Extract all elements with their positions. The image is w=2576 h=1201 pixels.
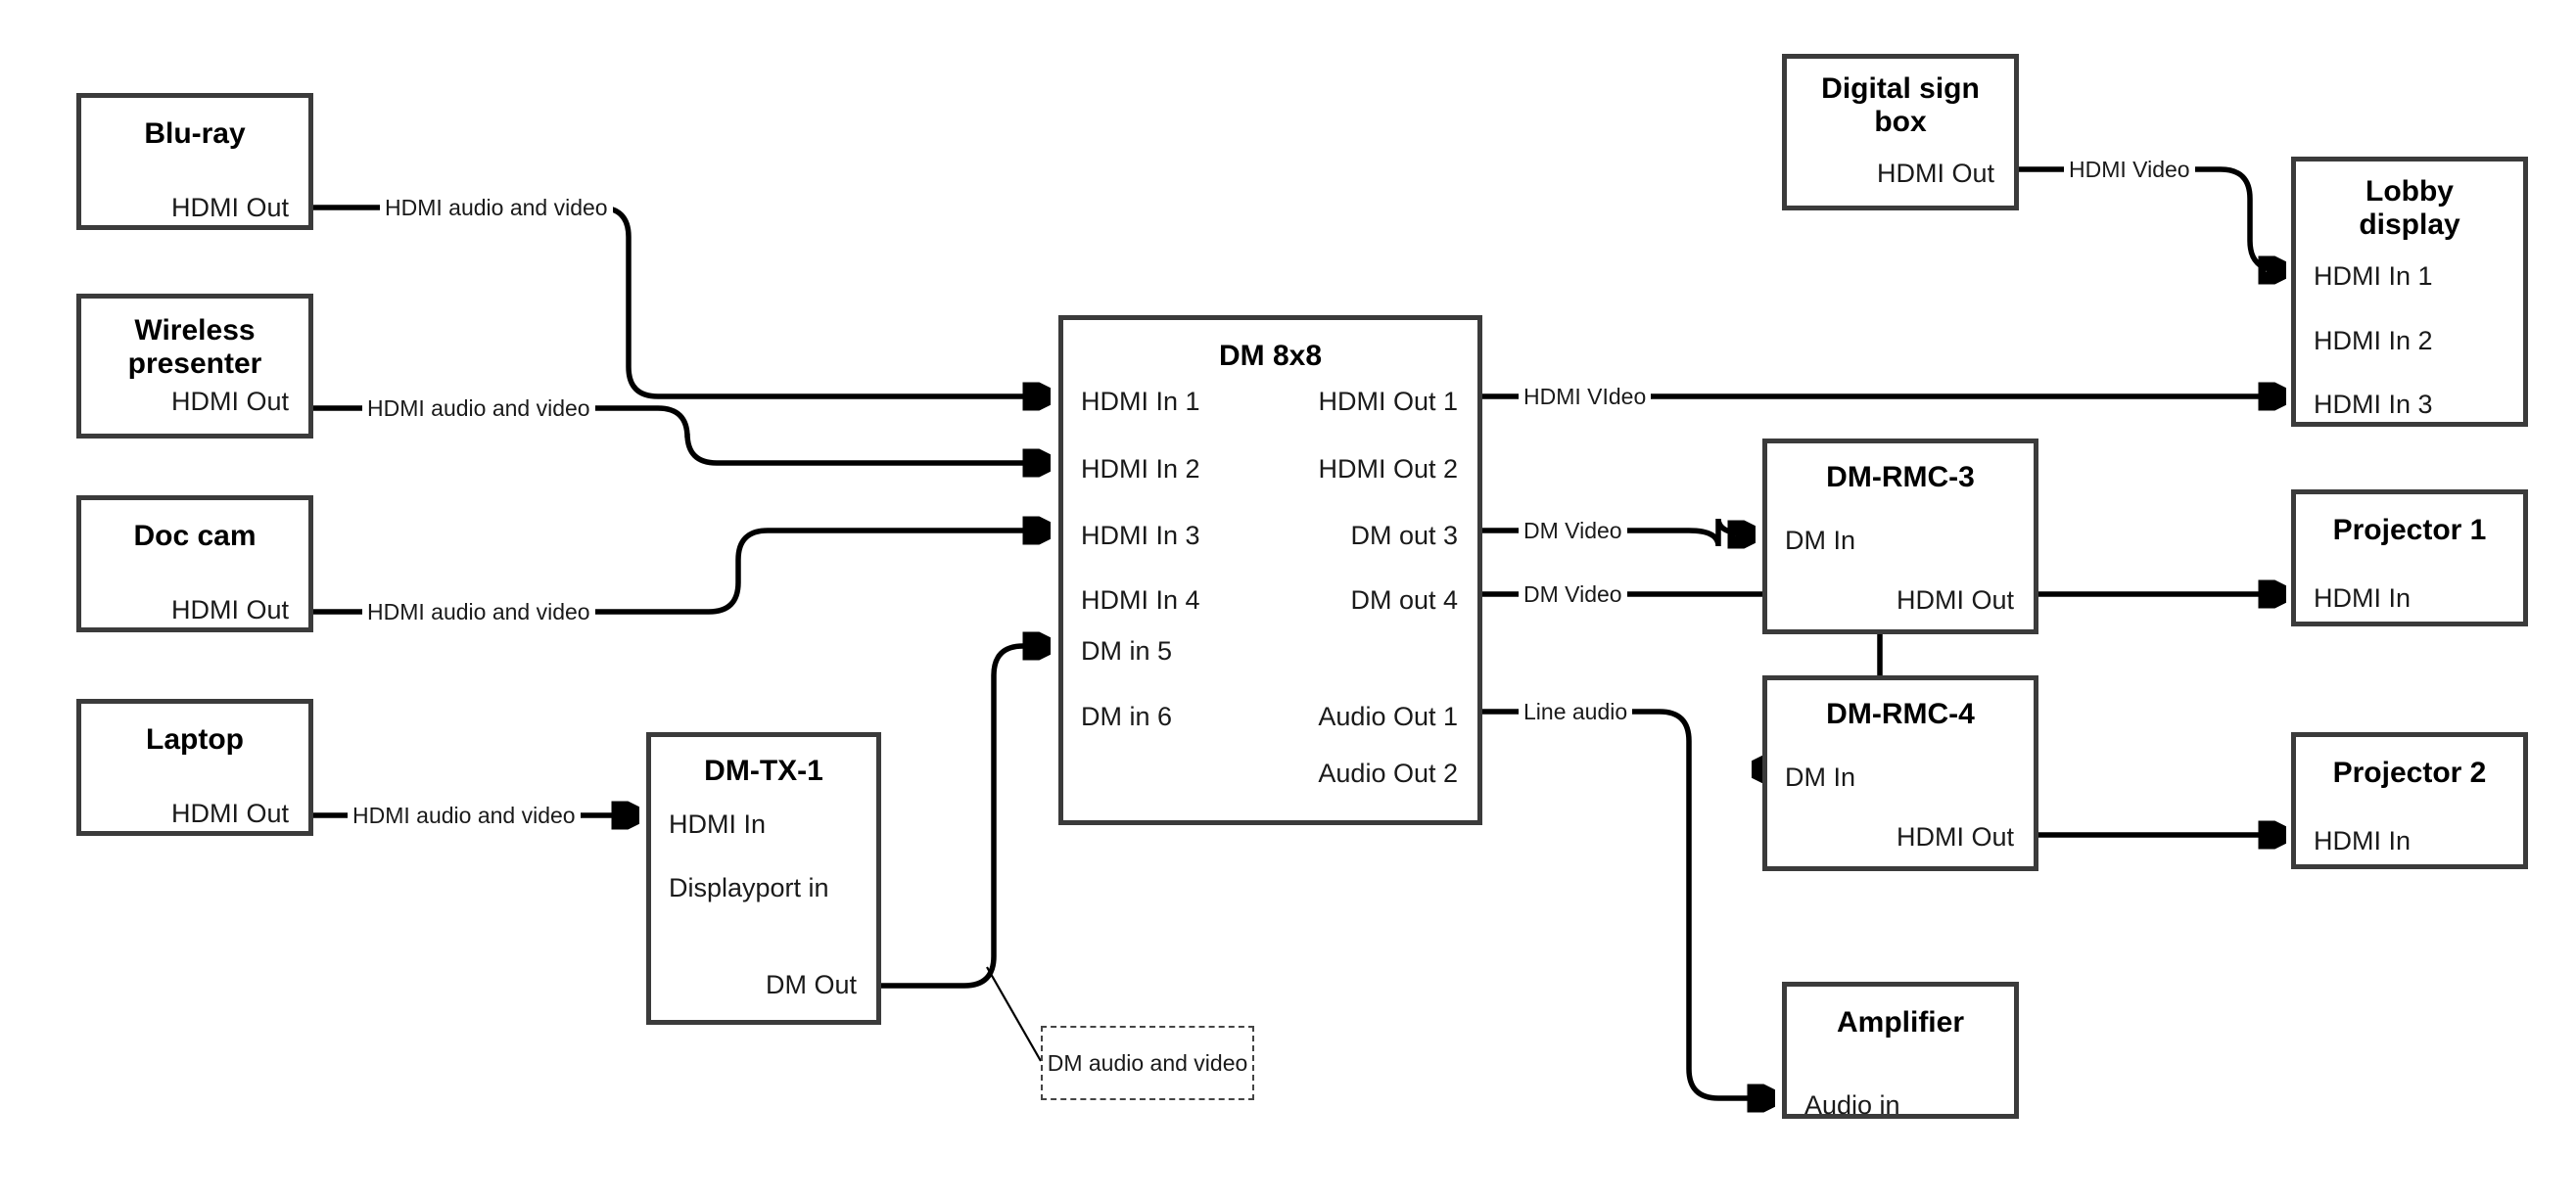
device-wireless-presenter[interactable]: Wireless presenter HDMI Out	[76, 294, 313, 439]
port-dm-in[interactable]: DM In	[1785, 526, 1856, 555]
port-dm-in[interactable]: DM In	[1785, 762, 1856, 792]
edge-label-laptop-to-dmtx: HDMI audio and video	[348, 805, 581, 827]
wire-dmtx-to-dm-in5	[881, 646, 1048, 989]
device-lobby-display[interactable]: Lobby display HDMI In 1 HDMI In 2 HDMI I…	[2291, 157, 2528, 427]
port-hdmi-out-2[interactable]: HDMI Out 2	[1318, 454, 1458, 484]
device-blu-ray[interactable]: Blu-ray HDMI Out	[76, 93, 313, 230]
device-projector-2[interactable]: Projector 2 HDMI In	[2291, 732, 2528, 869]
device-title: Laptop	[146, 723, 244, 756]
port-audio-out-2[interactable]: Audio Out 2	[1318, 759, 1458, 788]
device-title: DM-TX-1	[704, 755, 823, 787]
device-title: DM 8x8	[1218, 340, 1323, 372]
edge-label-dmout4-to-rmc4: DM Video	[1519, 583, 1627, 606]
device-dm-8x8[interactable]: DM 8x8 HDMI In 1 HDMI In 2 HDMI In 3 HDM…	[1058, 315, 1482, 825]
port-hdmi-out[interactable]: HDMI Out	[170, 799, 289, 828]
device-title: Projector 2	[2332, 757, 2487, 789]
device-title: DM-RMC-3	[1826, 461, 1975, 493]
port-hdmi-out[interactable]: HDMI Out	[170, 387, 289, 416]
port-hdmi-in-3[interactable]: HDMI In 3	[2314, 390, 2433, 419]
edge-label-dmout3-to-rmc3: DM Video	[1519, 520, 1627, 542]
annotation-text: DM audio and video	[1047, 1049, 1248, 1076]
port-dm-out-4[interactable]: DM out 4	[1350, 585, 1458, 615]
device-title-line2: box	[1874, 106, 1927, 138]
edge-label-signbox-to-lobby-in1: HDMI Video	[2064, 159, 2195, 181]
device-title-line2: display	[2359, 208, 2460, 241]
port-hdmi-in-2[interactable]: HDMI In 2	[1081, 454, 1200, 484]
port-dm-out[interactable]: DM Out	[765, 970, 857, 999]
edge-label-doccam-to-dm-in3: HDMI audio and video	[362, 601, 595, 624]
device-dm-rmc-4[interactable]: DM-RMC-4 DM In HDMI Out	[1762, 675, 2038, 871]
device-title-line2: presenter	[127, 347, 262, 380]
port-hdmi-in[interactable]: HDMI In	[2314, 583, 2412, 613]
device-title-line1: Lobby	[2365, 175, 2454, 208]
port-hdmi-in-1[interactable]: HDMI In 1	[2314, 261, 2433, 291]
port-hdmi-out[interactable]: HDMI Out	[170, 595, 289, 624]
device-amplifier[interactable]: Amplifier Audio in	[1782, 982, 2019, 1119]
port-hdmi-out[interactable]: HDMI Out	[1896, 585, 2014, 615]
port-dm-in-6[interactable]: DM in 6	[1081, 702, 1173, 731]
device-title: Projector 1	[2332, 514, 2487, 546]
port-dm-out-3[interactable]: DM out 3	[1350, 521, 1458, 550]
port-audio-out-1[interactable]: Audio Out 1	[1318, 702, 1458, 731]
port-hdmi-in[interactable]: HDMI In	[2314, 826, 2412, 855]
wire-audioout1-to-amp	[1482, 709, 1772, 1098]
device-title-line1: Digital sign	[1821, 72, 1980, 105]
edge-label-wireless-to-dm-in2: HDMI audio and video	[362, 397, 595, 420]
wire-signbox-to-lobby-in1	[2019, 166, 2283, 270]
device-title-line1: Wireless	[134, 314, 256, 346]
port-dm-in-5[interactable]: DM in 5	[1081, 636, 1173, 666]
port-hdmi-in-4[interactable]: HDMI In 4	[1081, 585, 1200, 615]
device-projector-1[interactable]: Projector 1 HDMI In	[2291, 489, 2528, 626]
port-hdmi-in[interactable]: HDMI In	[669, 809, 767, 839]
device-laptop[interactable]: Laptop HDMI Out	[76, 699, 313, 836]
port-hdmi-in-1[interactable]: HDMI In 1	[1081, 387, 1200, 416]
port-hdmi-out[interactable]: HDMI Out	[170, 193, 289, 222]
device-dm-rmc-3[interactable]: DM-RMC-3 DM In HDMI Out	[1762, 439, 2038, 634]
edge-label-audioout1-to-amp: Line audio	[1519, 701, 1633, 723]
edge-label-dmout1-to-lobby-in3: HDMI VIdeo	[1519, 386, 1652, 408]
port-hdmi-out[interactable]: HDMI Out	[1896, 822, 2014, 852]
device-digital-sign-box[interactable]: Digital sign box HDMI Out	[1782, 54, 2019, 210]
port-hdmi-in-3[interactable]: HDMI In 3	[1081, 521, 1200, 550]
device-doc-cam[interactable]: Doc cam HDMI Out	[76, 495, 313, 632]
port-audio-in[interactable]: Audio in	[1804, 1090, 1900, 1120]
port-hdmi-in-2[interactable]: HDMI In 2	[2314, 326, 2433, 355]
port-hdmi-out-1[interactable]: HDMI Out 1	[1318, 387, 1458, 416]
device-title: Amplifier	[1836, 1006, 1965, 1039]
edge-label-bluray-to-dm-in1: HDMI audio and video	[380, 197, 613, 219]
port-displayport-in[interactable]: Displayport in	[669, 873, 829, 902]
wire-note-leader	[986, 966, 1042, 1062]
wire-bluray-to-dm-in1	[313, 205, 1048, 396]
device-title: DM-RMC-4	[1826, 698, 1975, 730]
port-hdmi-out[interactable]: HDMI Out	[1876, 159, 1994, 188]
device-dm-tx-1[interactable]: DM-TX-1 HDMI In Displayport in DM Out	[646, 732, 881, 1025]
device-title: Blu-ray	[144, 117, 246, 150]
annotation-dm-audio-and-video: DM audio and video	[1041, 1026, 1254, 1100]
device-title: Doc cam	[133, 520, 257, 552]
